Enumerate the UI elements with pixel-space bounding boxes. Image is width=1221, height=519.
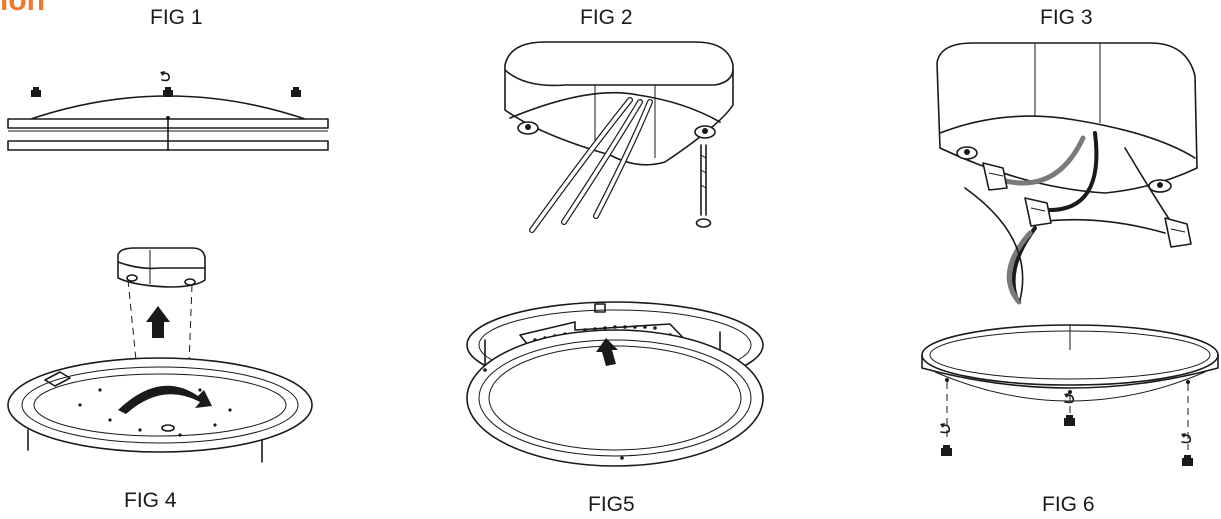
lead-wire — [964, 187, 1024, 301]
up-arrow-icon — [596, 338, 618, 366]
rotate-arrow-icon — [160, 71, 170, 82]
screw-icon — [291, 87, 301, 97]
mounting-screw-left — [956, 146, 978, 160]
gray-wire — [992, 135, 1086, 186]
fig-2-illustration — [480, 30, 760, 240]
wire-connector-1 — [982, 162, 1008, 191]
fig-6-label: FIG 6 — [1042, 493, 1095, 516]
screw-icon — [31, 87, 41, 97]
fig-1-label: FIG 1 — [150, 6, 203, 29]
fig-2-label: FIG 2 — [580, 6, 633, 29]
black-wire — [1043, 131, 1099, 213]
screw-icon — [163, 87, 173, 97]
wire-connector-3 — [1164, 217, 1192, 248]
fig-4-label: FIG 4 — [124, 489, 177, 512]
fig-6-illustration — [915, 320, 1221, 480]
screw-icon — [1182, 455, 1193, 466]
fixture-assembled — [921, 324, 1219, 402]
box-bottom-opening — [509, 91, 721, 123]
junction-box — [117, 247, 206, 288]
wire-connector-2 — [1024, 197, 1052, 227]
fig-5-illustration — [460, 290, 770, 480]
fixture-base — [7, 357, 313, 463]
box-top-edge — [504, 69, 734, 87]
center-screw — [166, 116, 170, 120]
box-bottom-opening — [939, 115, 1196, 159]
diffuser — [466, 329, 764, 467]
up-arrow-icon — [146, 306, 170, 338]
screw-icon — [1064, 415, 1075, 426]
mounting-screw-right — [1148, 179, 1172, 193]
turn-arrow-icon — [1181, 433, 1192, 444]
screw-icon — [941, 445, 952, 456]
turn-arrow-icon — [1064, 393, 1075, 404]
gray-lead-wire — [1006, 230, 1033, 305]
fig-3-label: FIG 3 — [1040, 6, 1093, 29]
screw-icon — [695, 144, 712, 228]
junction-box — [504, 41, 734, 166]
fig-3-illustration — [925, 38, 1221, 308]
section-heading-fragment: ion — [0, 0, 45, 17]
fig-5-label: FIG5 — [588, 493, 635, 516]
fig-4-illustration — [0, 240, 320, 470]
supply-wires — [529, 97, 653, 233]
guide-line-left — [127, 279, 139, 381]
turn-arrow-icon — [940, 423, 951, 434]
rotate-arrow-icon — [118, 385, 212, 414]
fig-1-illustration — [0, 0, 340, 170]
mounting-screw-right — [694, 125, 716, 139]
mounting-screw-left — [517, 121, 539, 135]
